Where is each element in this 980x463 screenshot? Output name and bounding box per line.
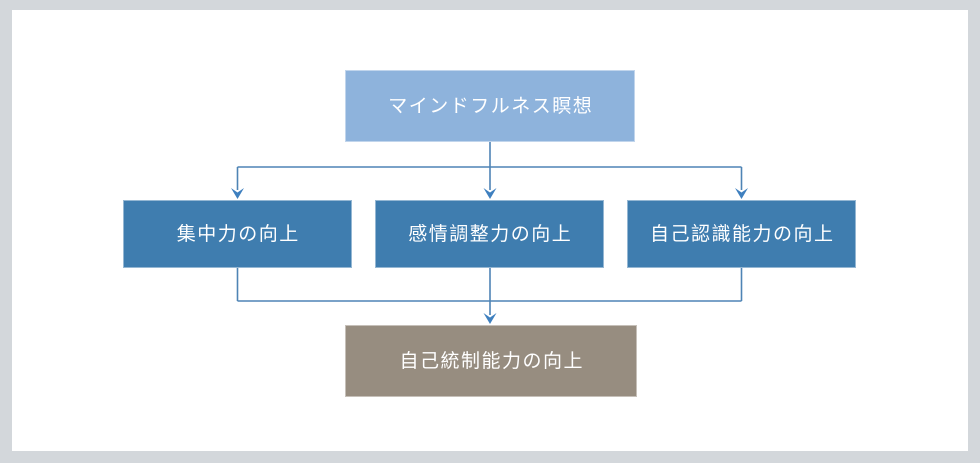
node-label: 集中力の向上	[176, 223, 300, 245]
node-self-awareness: 自己認識能力の向上	[627, 200, 856, 268]
node-concentration: 集中力の向上	[123, 200, 352, 268]
node-mindfulness-meditation: マインドフルネス瞑想	[345, 70, 635, 142]
node-label: 自己統制能力の向上	[399, 350, 584, 372]
node-emotion-regulation: 感情調整力の向上	[375, 200, 604, 268]
node-label: 自己認識能力の向上	[649, 223, 835, 245]
node-label: 感情調整力の向上	[408, 223, 573, 245]
node-self-control: 自己統制能力の向上	[345, 325, 637, 397]
node-label: マインドフルネス瞑想	[388, 95, 594, 117]
